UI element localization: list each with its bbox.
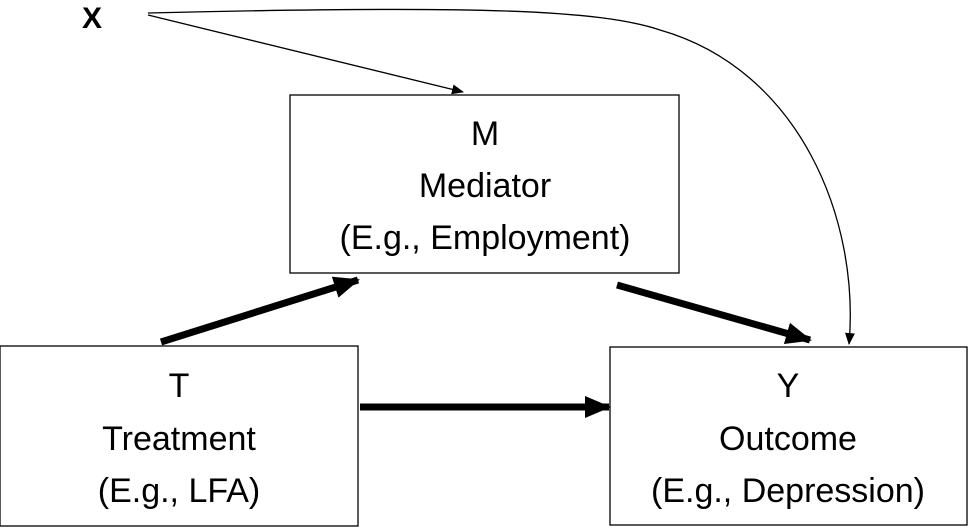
edge-mediator-to-outcome — [616, 281, 812, 345]
outcome-example: (E.g., Depression) — [651, 472, 925, 510]
mediator-symbol: M — [471, 115, 499, 153]
treatment-node: T Treatment (E.g., LFA) — [0, 345, 359, 527]
mediator-example: (E.g., Employment) — [340, 219, 631, 257]
mediator-name: Mediator — [419, 167, 551, 205]
treatment-box — [0, 345, 359, 527]
outcome-name: Outcome — [719, 420, 857, 458]
edge-x-to-outcome — [147, 8, 855, 345]
outcome-box — [609, 346, 968, 526]
treatment-symbol: T — [169, 367, 190, 405]
mediator-box — [289, 94, 680, 274]
mediator-node: M Mediator (E.g., Employment) — [289, 94, 680, 274]
treatment-example: (E.g., LFA) — [98, 472, 261, 510]
outcome-node: Y Outcome (E.g., Depression) — [609, 346, 968, 526]
edge-x-to-mediator — [147, 14, 464, 95]
covariate-x-label: X — [82, 2, 102, 35]
outcome-symbol: Y — [777, 367, 800, 405]
treatment-name: Treatment — [102, 420, 256, 458]
edge-treatment-to-mediator — [159, 276, 360, 346]
